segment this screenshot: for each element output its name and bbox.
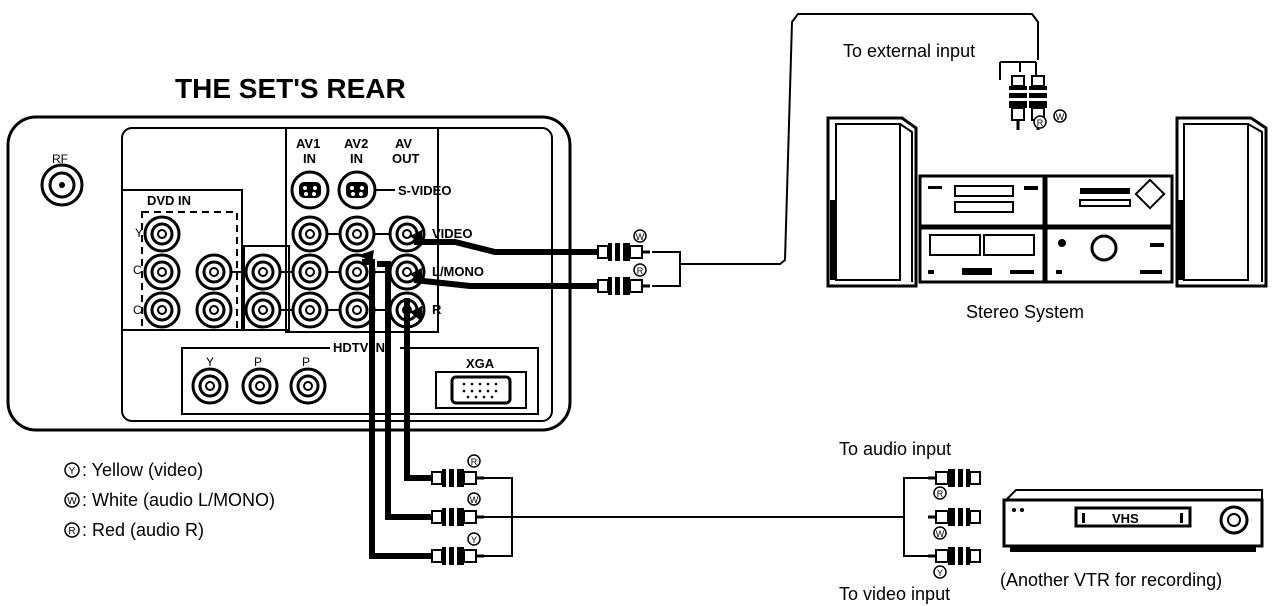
vtr-red-plug [430,467,486,489]
mark-yellow-vtr: Y [467,532,481,546]
to-external-input-label: To external input [843,41,975,61]
avout-to-stereo-cables [413,239,600,289]
mark-yellow-vtr-text: Y [471,535,477,545]
legend-mark: W [67,496,77,507]
legend-text: : Yellow (video) [82,460,203,480]
svideo-label: S-VIDEO [398,183,451,198]
mark-white-ext: W [1053,109,1067,123]
vhs-label: VHS [1112,511,1139,526]
avout-arrows [410,230,422,322]
dvd-cb-jack [143,253,181,291]
av2-audio-r-jack [338,291,376,329]
page-title: THE SET'S REAR [175,73,406,104]
hdtv-audio-r-jack [244,291,282,329]
rf-jack [40,163,84,207]
video-in-yellow-plug [926,545,982,567]
legend-text: : Red (audio R) [82,520,204,540]
mark-red-in-text: R [937,489,944,499]
dvd-cb-label: C [133,263,142,277]
hdtv-in-label: HDTV IN [333,340,385,355]
audio-in-white-plug [926,506,982,528]
hd-pb-label: P [254,355,262,369]
vtr-yellow-plug [430,545,486,567]
legend: Y : Yellow (video) W : White (audio L/MO… [64,460,275,540]
vtr-white-plug [430,506,486,528]
hd-y-label: Y [206,355,214,369]
input-arrows [362,250,374,264]
xga-label: XGA [466,356,495,371]
av1-audio-r-jack [291,291,329,329]
mark-red-ext: R [1033,115,1047,129]
av1-video-jack [291,215,329,253]
stereo-system-label: Stereo System [966,302,1084,322]
rf-label: RF [52,152,68,166]
to-audio-input-label: To audio input [839,439,951,459]
dvd-cr-label: C [133,303,142,317]
av1-svideo-jack [290,170,330,210]
hdtv-audio-l-jack [244,253,282,291]
video-label: VIDEO [432,226,472,241]
vtr-cables [362,259,436,559]
legend-item-red: R : Red (audio R) [64,520,204,540]
av1-label-2: IN [303,151,316,166]
xga-connector [435,371,527,409]
stereo-system-illustration [826,116,1268,288]
hd-pb-jack [241,367,279,405]
to-video-input-label: To video input [839,584,950,604]
stereo-white-plug [596,241,652,263]
av1-audio-l-jack [291,253,329,291]
vtr-link-cable [484,477,930,557]
mark-white-ext-text: W [1056,112,1065,122]
dvd-audio-r-jack [195,291,233,329]
mark-yellow-in: Y [933,565,947,579]
mark-white-stereo: W [633,229,647,243]
dvd-y-jack [143,215,181,253]
legend-text: : White (audio L/MONO) [82,490,275,510]
legend-item-yellow: Y : Yellow (video) [64,460,203,480]
stereo-red-plug [596,275,652,297]
vtr-illustration [1002,489,1264,552]
mark-white-in: W [933,526,947,540]
dvd-y-label: Y [135,226,143,240]
vtr-caption: (Another VTR for recording) [1000,570,1222,590]
ext-red-plug [1007,74,1029,132]
mark-red-vtr: R [467,454,481,468]
lmono-label: L/MONO [432,264,484,279]
mark-white-in-text: W [936,529,945,539]
mark-white-vtr: W [467,492,481,506]
legend-mark: Y [69,466,76,477]
mark-white-vtr-text: W [470,495,479,505]
av1-label-1: AV1 [296,136,320,151]
dvd-audio-l-jack [195,253,233,291]
av2-svideo-jack [337,170,377,210]
av2-label-1: AV2 [344,136,368,151]
dvd-cr-jack [143,291,181,329]
mark-red-in: R [933,486,947,500]
hd-pr-jack [289,367,327,405]
hd-y-jack [191,367,229,405]
mark-red-ext-text: R [1037,118,1044,128]
legend-item-white: W : White (audio L/MONO) [64,490,275,510]
av2-video-jack [338,215,376,253]
av2-label-2: IN [350,151,363,166]
mark-red-stereo: R [633,263,647,277]
mark-red-vtr-text: R [471,457,478,467]
legend-mark: R [68,526,75,537]
r-label: R [432,302,442,317]
avout-label-2: OUT [392,151,420,166]
dvd-in-label: DVD IN [147,193,191,208]
mark-red-stereo-text: R [637,266,644,276]
avout-label-1: AV [395,136,412,151]
tv-rear-panel: RF DVD IN Y C C AV1 IN AV2 IN AV OUT [6,115,572,432]
mark-white-stereo-text: W [636,232,645,242]
mark-yellow-in-text: Y [937,568,943,578]
audio-in-red-plug [926,467,982,489]
hd-pr-label: P [302,355,310,369]
